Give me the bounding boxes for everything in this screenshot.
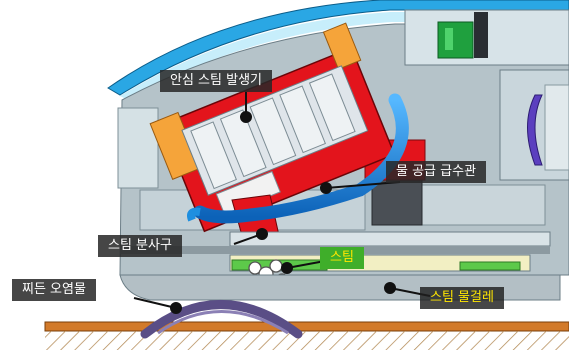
generator-fin-5 — [308, 73, 356, 142]
label-steam-generator: 안심 스팀 발생기 — [160, 70, 272, 92]
leader-dot-pipe — [320, 182, 332, 194]
lower-plate — [229, 231, 551, 247]
right-mid-chamber — [419, 184, 546, 226]
floor-surface — [44, 321, 569, 332]
leader-dot-dirt — [170, 302, 182, 314]
stained-dirt — [140, 300, 303, 339]
generator-fin-2 — [219, 109, 267, 178]
dark-pillar — [474, 12, 488, 58]
leader-dot-steam — [281, 262, 293, 274]
leader-dot-nozzle — [256, 228, 268, 240]
purple-lens — [527, 94, 543, 166]
generator-fin-4 — [279, 85, 327, 154]
mop-green-strip-right — [459, 261, 521, 271]
right-inner-wall — [544, 84, 569, 171]
generator-orange-cap-right — [322, 22, 362, 70]
water-supply-pipe — [193, 93, 409, 224]
generator-fin-1 — [190, 121, 237, 190]
leader-lines — [133, 92, 431, 314]
water-supply-pipe-end — [187, 207, 201, 222]
green-connector — [437, 21, 474, 59]
leader-dot-mop — [384, 282, 396, 294]
left-inner-wall — [117, 107, 159, 189]
leader-dot-generator — [240, 111, 252, 123]
generator-fin-3 — [249, 97, 297, 166]
green-connector-slot — [445, 28, 453, 50]
stained-dirt-inner — [157, 310, 289, 335]
label-steam-nozzle: 스팀 분사구 — [98, 235, 182, 257]
label-water-supply-pipe: 물 공급 급수관 — [386, 161, 487, 183]
floor-hatching — [45, 331, 569, 350]
label-steam-mop: 스팀 물걸레 — [420, 287, 504, 309]
steam-generator-assembly — [149, 22, 396, 233]
label-stained-dirt: 찌든 오염물 — [12, 279, 96, 301]
label-steam: 스팀 — [320, 247, 364, 269]
